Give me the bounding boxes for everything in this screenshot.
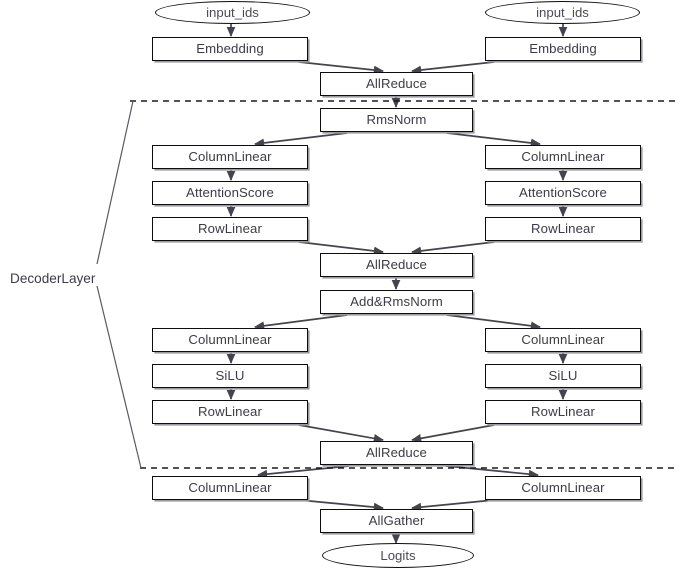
edge-allreduce_3-to-columnlinear_head_right [445, 465, 540, 479]
edge-rmsnorm-to-columnlinear_attn_left [253, 132, 348, 148]
node-label: ColumnLinear [188, 332, 272, 348]
node-label: input_ids [536, 4, 589, 20]
node-allreduce_2: AllReduce [320, 253, 473, 277]
node-attentionscore_right: AttentionScore [485, 181, 641, 205]
node-label: AllGather [368, 513, 425, 529]
node-label: Embedding [529, 41, 597, 57]
edge-rowlinear_attn_right-to-allreduce_2 [410, 241, 495, 256]
node-label: AttentionScore [186, 185, 274, 201]
node-label: RowLinear [198, 404, 262, 420]
edge-allreduce_3-to-columnlinear_head_left [256, 465, 350, 479]
node-embedding_left: Embedding [152, 37, 308, 61]
decoder-layer-brace [96, 100, 142, 469]
brace-top-line [96, 100, 134, 265]
node-silu_right: SiLU [485, 364, 641, 388]
node-input_ids_left: input_ids [155, 1, 310, 24]
node-label: SiLU [215, 368, 245, 384]
node-label: ColumnLinear [521, 332, 605, 348]
edge-rowlinear_mlp_left-to-allreduce_3 [298, 424, 385, 443]
node-label: Add&RmsNorm [350, 294, 443, 310]
node-columnlinear_attn_left: ColumnLinear [152, 145, 308, 169]
node-allgather: AllGather [320, 509, 473, 533]
node-attentionscore_left: AttentionScore [152, 181, 308, 205]
edge-add_rmsnorm-to-columnlinear_mlp_left [253, 314, 348, 331]
decoder-layer-label: DecoderLayer [10, 271, 96, 286]
edge-add_rmsnorm-to-columnlinear_mlp_right [446, 314, 542, 331]
edge-rowlinear_attn_left-to-allreduce_2 [298, 241, 385, 256]
node-columnlinear_attn_right: ColumnLinear [485, 145, 641, 169]
node-label: RowLinear [531, 404, 595, 420]
node-embedding_right: Embedding [485, 37, 641, 61]
brace-bottom-line [96, 285, 142, 469]
node-label: ColumnLinear [188, 149, 272, 165]
node-input_ids_right: input_ids [485, 1, 640, 24]
node-label: SiLU [548, 368, 578, 384]
edge-embedding_left-to-allreduce_1 [298, 61, 385, 75]
node-allreduce_1: AllReduce [320, 72, 473, 96]
node-label: ColumnLinear [521, 149, 605, 165]
node-columnlinear_head_left: ColumnLinear [152, 476, 308, 500]
edge-rmsnorm-to-columnlinear_attn_right [446, 132, 542, 148]
node-label: input_ids [206, 4, 259, 20]
node-label: ColumnLinear [188, 480, 272, 496]
node-label: Logits [380, 547, 416, 563]
node-rmsnorm: RmsNorm [320, 108, 473, 132]
node-logits: Logits [322, 543, 474, 568]
node-label: AllReduce [365, 445, 427, 461]
node-label: RmsNorm [366, 112, 427, 128]
node-silu_left: SiLU [152, 364, 308, 388]
node-label: Embedding [196, 41, 264, 57]
edge-columnlinear_head_right-to-allgather [410, 499, 495, 512]
edge-rowlinear_mlp_right-to-allreduce_3 [410, 424, 495, 443]
node-label: AllReduce [365, 257, 427, 273]
node-label: AttentionScore [519, 185, 607, 201]
node-columnlinear_mlp_left: ColumnLinear [152, 328, 308, 352]
node-add_rmsnorm: Add&RmsNorm [320, 290, 473, 314]
node-label: RowLinear [198, 221, 262, 237]
node-rowlinear_mlp_right: RowLinear [485, 400, 641, 424]
node-allreduce_3: AllReduce [320, 441, 473, 465]
node-label: RowLinear [531, 221, 595, 237]
node-label: AllReduce [365, 76, 427, 92]
node-rowlinear_mlp_left: RowLinear [152, 400, 308, 424]
edge-embedding_right-to-allreduce_1 [410, 61, 495, 75]
node-label: ColumnLinear [521, 480, 605, 496]
node-columnlinear_head_right: ColumnLinear [485, 476, 641, 500]
node-rowlinear_attn_right: RowLinear [485, 217, 641, 241]
node-rowlinear_attn_left: RowLinear [152, 217, 308, 241]
node-columnlinear_mlp_right: ColumnLinear [485, 328, 641, 352]
edge-columnlinear_head_left-to-allgather [298, 499, 385, 512]
edges [226, 24, 568, 545]
